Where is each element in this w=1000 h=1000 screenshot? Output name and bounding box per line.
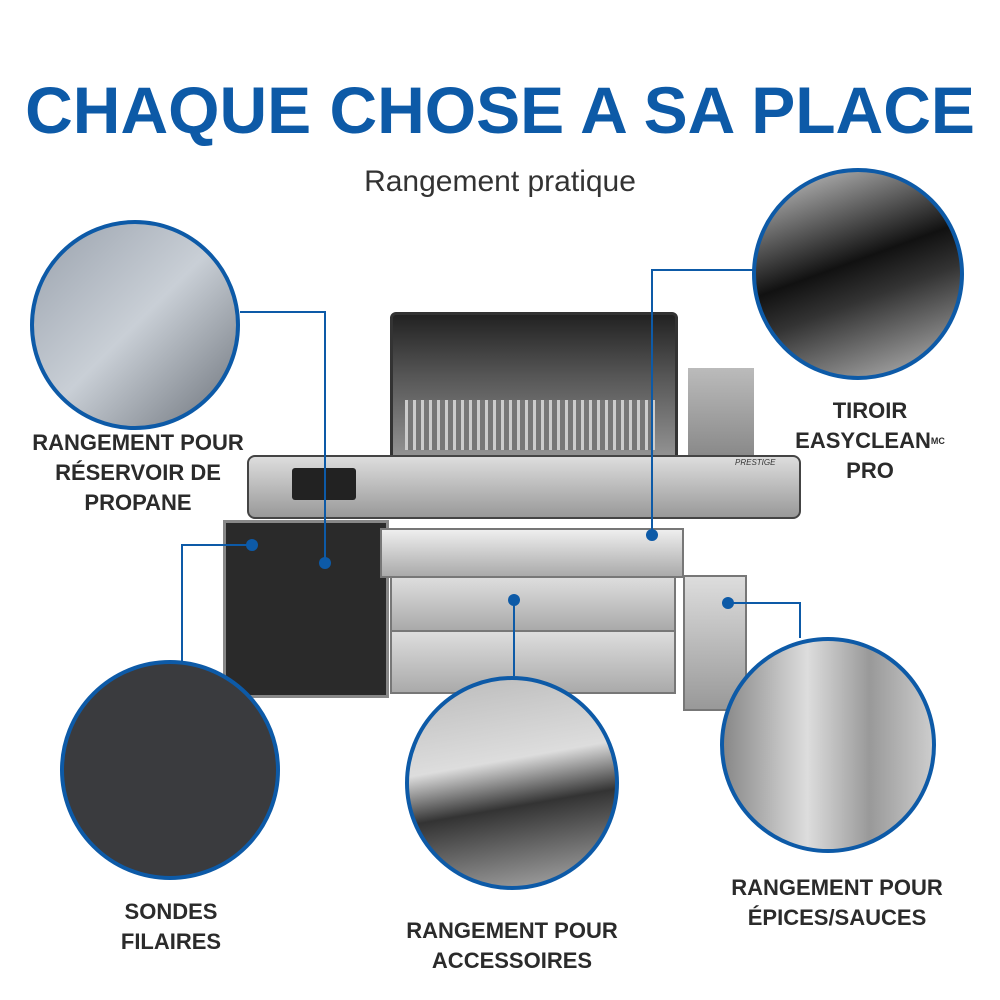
- propane-storage-photo: [30, 220, 240, 430]
- label-text: EASYCLEAN: [795, 428, 931, 453]
- label-line: SONDES: [124, 899, 218, 924]
- label-line: RANGEMENT POUR: [406, 918, 618, 943]
- grill-badge: PRESTIGE: [735, 458, 776, 467]
- accessories-label: RANGEMENT POUR ACCESSOIRES: [380, 916, 644, 976]
- label-line: ÉPICES/SAUCES: [747, 905, 927, 930]
- label-line: RANGEMENT POUR: [32, 430, 244, 455]
- spice-storage-photo: [720, 637, 936, 853]
- trademark-mark: MC: [930, 436, 945, 446]
- page-title: CHAQUE CHOSE A SA PLACE: [25, 73, 975, 147]
- label-line: TIROIR: [832, 398, 908, 423]
- spices-label: RANGEMENT POUR ÉPICES/SAUCES: [705, 873, 969, 933]
- label-line: EASYCLEANMC: [790, 426, 950, 456]
- accessories-drawer-photo: [405, 676, 619, 890]
- label-line: RANGEMENT POUR: [731, 875, 943, 900]
- page-subtitle: Rangement pratique: [364, 165, 636, 198]
- label-line: FILAIRES: [120, 929, 222, 954]
- label-line: RÉSERVOIR DE: [55, 460, 221, 485]
- label-line: ACCESSOIRES: [431, 948, 593, 973]
- easyclean-drawer-photo: [752, 168, 964, 380]
- drawer-label: TIROIR EASYCLEANMC PRO: [790, 396, 950, 486]
- label-line: PRO: [846, 458, 894, 483]
- label-line: PROPANE: [84, 490, 192, 515]
- probes-label: SONDES FILAIRES: [86, 897, 256, 957]
- wired-probes-photo: [60, 660, 280, 880]
- propane-label: RANGEMENT POUR RÉSERVOIR DE PROPANE: [0, 428, 276, 518]
